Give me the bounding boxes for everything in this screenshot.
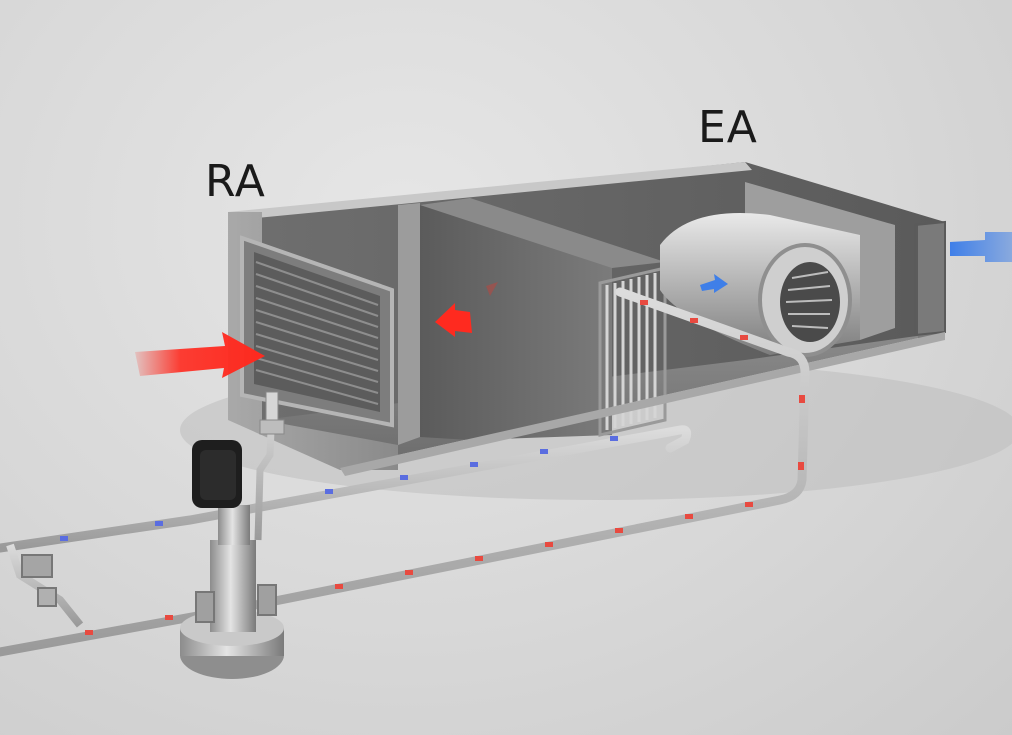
casing-top-rim: [228, 162, 752, 220]
intake-louvers: [255, 261, 379, 405]
fan-blades: [785, 271, 833, 329]
return-air-label: RA: [205, 156, 266, 207]
casing-right-wall: [918, 222, 945, 340]
valve-flange-right: [257, 584, 277, 616]
casing-partition: [398, 203, 420, 445]
bypass-fitting: [21, 554, 53, 578]
valve-actuator-face: [200, 450, 236, 500]
warm-air-intake-arrow: [135, 332, 265, 378]
valve-body: [210, 540, 256, 632]
fan-inlet-opening: [780, 262, 840, 342]
intake-grille: [254, 252, 380, 412]
coil-fin-frame: [598, 266, 667, 437]
coil-top: [420, 198, 665, 268]
sensor-probe: [265, 391, 279, 425]
warm-air-inner-arrow: [435, 303, 472, 337]
hot-pipe-markers: [85, 300, 805, 635]
bypass-valve: [37, 587, 57, 607]
valve-flange-left: [195, 591, 215, 623]
exhaust-air-arrow: [950, 232, 1012, 262]
coil-block: [420, 198, 612, 440]
cool-air-fan-arrow: [700, 274, 728, 293]
cool-return-pipe: [0, 425, 692, 553]
cool-pipe-markers: [60, 436, 618, 541]
sensor-fitting: [259, 419, 285, 435]
valve-bonnet: [218, 505, 250, 545]
hot-supply-pipe: [0, 287, 810, 657]
casing-front-right-edge: [340, 332, 945, 476]
exhaust-air-label: EA: [698, 102, 758, 153]
warm-air-faint-arrow: [486, 282, 498, 296]
